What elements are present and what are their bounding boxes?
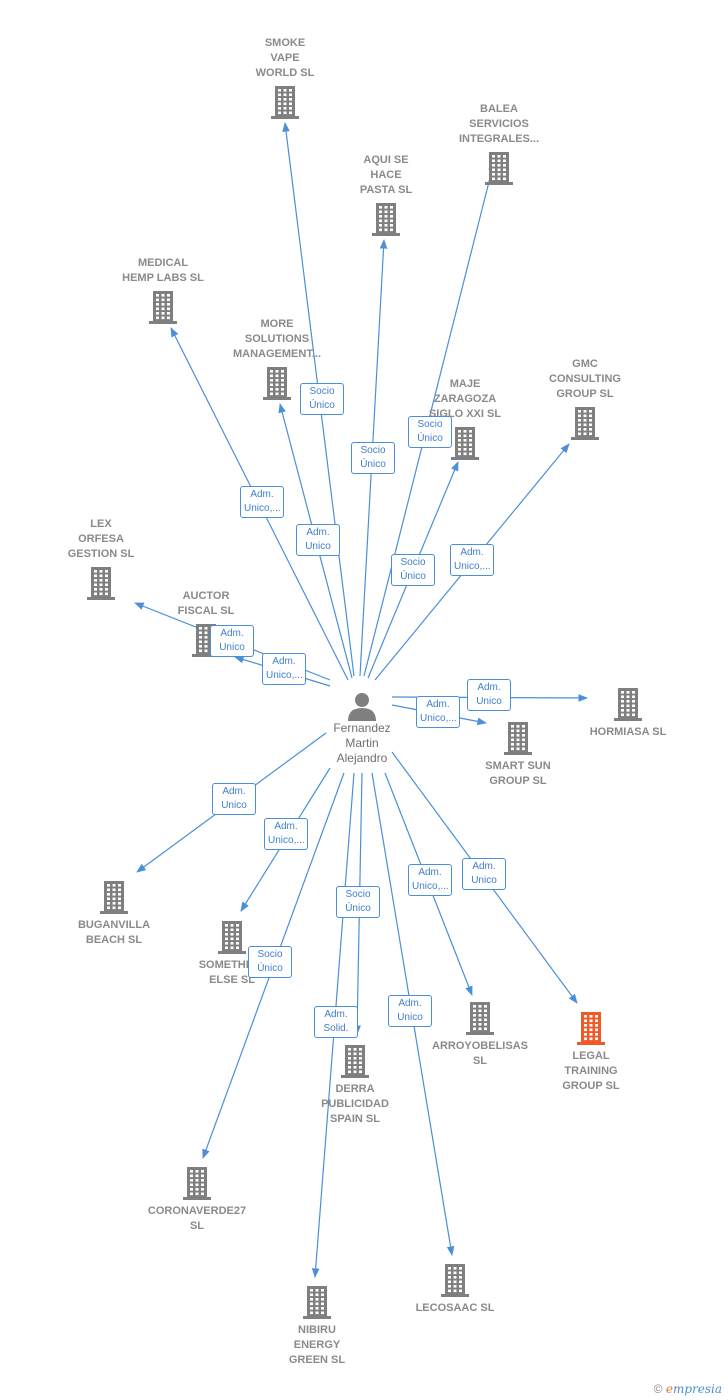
building-icon	[441, 1264, 469, 1297]
company-node-lecosaac[interactable]: LECOSAAC SL	[390, 1263, 520, 1316]
person-name: Fernandez Martin Alejandro	[333, 721, 391, 765]
role-tag-more[interactable]: Adm. Unico	[296, 524, 340, 556]
role-tag-legal[interactable]: Adm. Unico	[462, 858, 506, 890]
company-label: HORMIASA SL	[589, 726, 667, 738]
building-icon	[466, 1002, 494, 1035]
building-icon	[485, 152, 513, 185]
center-person-node[interactable]: Fernandez Martin Alejandro	[302, 691, 422, 766]
building-icon	[183, 1167, 211, 1200]
company-node-smoke[interactable]: SMOKE VAPE WORLD SL	[220, 36, 350, 119]
building-icon	[218, 921, 246, 954]
company-node-lex[interactable]: LEX ORFESA GESTION SL	[36, 517, 166, 600]
company-node-aqui[interactable]: AQUI SE HACE PASTA SL	[321, 153, 451, 236]
building-icon	[263, 367, 291, 400]
company-label: MEDICAL HEMP LABS SL	[122, 257, 204, 284]
building-icon	[149, 291, 177, 324]
company-node-corona[interactable]: CORONAVERDE27 SL	[132, 1166, 262, 1234]
company-label: AUCTOR FISCAL SL	[177, 590, 235, 617]
company-label: MAJE ZARAGOZA SIGLO XXI SL	[428, 378, 502, 420]
role-tag-corona[interactable]: Socio Único	[248, 946, 292, 978]
company-label: AQUI SE HACE PASTA SL	[359, 154, 413, 196]
company-label: BALEA SERVICIOS INTEGRALES...	[458, 103, 540, 145]
company-node-more[interactable]: MORE SOLUTIONS MANAGEMENT...	[212, 317, 342, 400]
role-tag-something[interactable]: Adm. Unico,...	[264, 818, 308, 850]
company-node-balea[interactable]: BALEA SERVICIOS INTEGRALES...	[434, 102, 564, 185]
company-node-gmc[interactable]: GMC CONSULTING GROUP SL	[520, 357, 650, 440]
role-tag-maje[interactable]: Socio Único	[391, 554, 435, 586]
company-label: NIBIRU ENERGY GREEN SL	[288, 1324, 346, 1366]
role-tag-lex[interactable]: Adm. Unico	[210, 625, 254, 657]
company-label: BUGANVILLA BEACH SL	[77, 919, 151, 946]
role-tag-gmc[interactable]: Adm. Unico,...	[450, 544, 494, 576]
company-label: GMC CONSULTING GROUP SL	[549, 358, 621, 400]
building-icon	[571, 407, 599, 440]
company-node-derra[interactable]: DERRA PUBLICIDAD SPAIN SL	[290, 1044, 420, 1127]
company-label: LECOSAAC SL	[415, 1302, 495, 1314]
person-icon	[302, 691, 422, 721]
role-tag-hormiasa[interactable]: Adm. Unico	[467, 679, 511, 711]
company-label: ARROYOBELISAS SL	[432, 1040, 528, 1067]
company-label: LEX ORFESA GESTION SL	[67, 518, 135, 560]
footer-brand: © empresia	[654, 1382, 722, 1396]
building-icon	[577, 1012, 605, 1045]
company-node-nibiru[interactable]: NIBIRU ENERGY GREEN SL	[252, 1285, 382, 1368]
company-label: SMOKE VAPE WORLD SL	[255, 37, 315, 79]
company-node-buganvilla[interactable]: BUGANVILLA BEACH SL	[49, 880, 179, 948]
role-tag-smoke[interactable]: Socio Único	[300, 383, 344, 415]
company-node-legal[interactable]: LEGAL TRAINING GROUP SL	[526, 1011, 656, 1094]
building-icon	[303, 1286, 331, 1319]
company-label: CORONAVERDE27 SL	[147, 1205, 247, 1232]
company-label: SMART SUN GROUP SL	[485, 760, 551, 787]
company-node-arroyo[interactable]: ARROYOBELISAS SL	[415, 1001, 545, 1069]
role-tag-medical[interactable]: Adm. Unico,...	[240, 486, 284, 518]
company-node-smartsun[interactable]: SMART SUN GROUP SL	[453, 721, 583, 789]
brand-logo: empresia	[665, 1382, 722, 1396]
role-tag-nibiru[interactable]: Adm. Solid.	[314, 1006, 358, 1038]
company-label: DERRA PUBLICIDAD SPAIN SL	[321, 1083, 389, 1125]
role-tag-auctor[interactable]: Adm. Unico,...	[262, 653, 306, 685]
company-label: LEGAL TRAINING GROUP SL	[562, 1050, 620, 1092]
building-icon	[614, 688, 642, 721]
role-tag-smartsun[interactable]: Adm. Unico,...	[416, 696, 460, 728]
company-node-hormiasa[interactable]: HORMIASA SL	[563, 687, 693, 740]
company-label: MORE SOLUTIONS MANAGEMENT...	[233, 318, 321, 360]
building-icon	[271, 86, 299, 119]
company-node-medical[interactable]: MEDICAL HEMP LABS SL	[98, 256, 228, 324]
company-node-maje[interactable]: MAJE ZARAGOZA SIGLO XXI SL	[400, 377, 530, 460]
building-icon	[372, 203, 400, 236]
building-icon	[341, 1045, 369, 1078]
building-icon	[504, 722, 532, 755]
role-tag-balea[interactable]: Socio Único	[408, 416, 452, 448]
role-tag-lecosaac[interactable]: Adm. Unico	[388, 995, 432, 1027]
building-icon	[100, 881, 128, 914]
role-tag-aqui[interactable]: Socio Único	[351, 442, 395, 474]
building-icon	[87, 567, 115, 600]
role-tag-arroyo[interactable]: Adm. Unico,...	[408, 864, 452, 896]
role-tag-derra[interactable]: Socio Único	[336, 886, 380, 918]
building-icon	[451, 427, 479, 460]
copyright-mark: ©	[653, 1382, 663, 1396]
role-tag-buganvilla[interactable]: Adm. Unico	[212, 783, 256, 815]
